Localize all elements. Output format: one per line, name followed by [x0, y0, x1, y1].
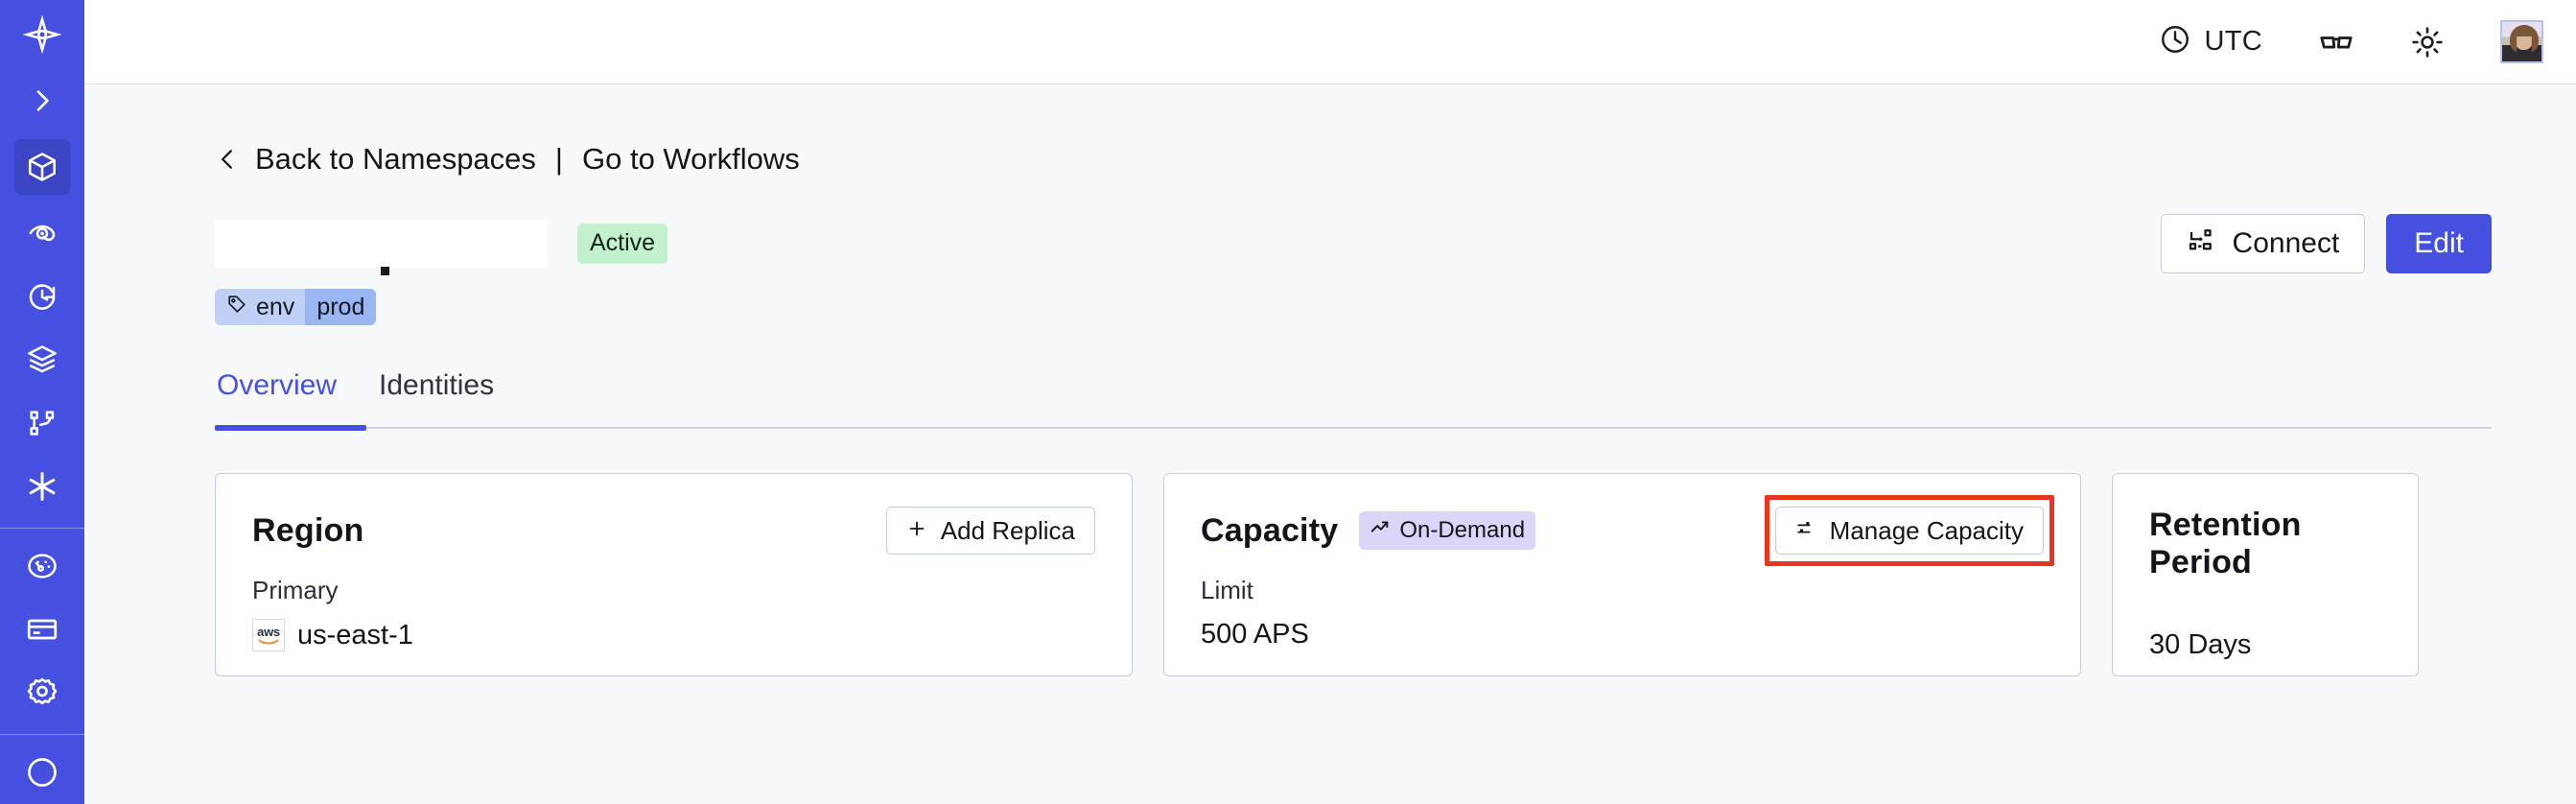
capacity-card-title: Capacity [1201, 511, 1339, 549]
sidebar-divider-bottom [0, 733, 84, 735]
namespace-tag[interactable]: env prod [215, 289, 377, 325]
sidebar-item-batch-operations[interactable] [0, 328, 84, 391]
add-replica-button[interactable]: Add Replica [885, 507, 1095, 555]
tag-icon [226, 294, 247, 321]
breadcrumb: Back to Namespaces | Go to Workflows [215, 142, 2492, 177]
tab-bar: Overview Identities [215, 369, 2492, 431]
main-area: UTC [84, 0, 2576, 804]
region-value: us-east-1 [297, 619, 413, 650]
region-card-title: Region [252, 511, 364, 549]
clock-icon [2159, 23, 2191, 60]
tab-divider [215, 427, 2492, 429]
status-badge: Active [577, 224, 668, 264]
page-content: Back to Namespaces | Go to Workflows Act… [84, 84, 2576, 804]
sidebar-item-usage[interactable] [0, 534, 84, 598]
header-actions: Connect Edit [2160, 214, 2492, 273]
connect-icon [2187, 225, 2215, 262]
workflows-icon [25, 216, 59, 250]
usage-icon [25, 549, 59, 583]
retention-value: 30 Days [2149, 629, 2252, 660]
tag-value-label: prod [305, 289, 377, 325]
plus-icon [906, 516, 927, 546]
edit-button[interactable]: Edit [2386, 214, 2492, 273]
region-value-row: aws us-east-1 [252, 619, 1095, 651]
sliders-icon [1795, 516, 1816, 546]
tag-row: env prod [215, 289, 2492, 325]
settings-icon [25, 675, 59, 710]
capacity-limit-value: 500 APS [1201, 619, 1309, 650]
edit-button-label: Edit [2414, 227, 2464, 259]
capacity-mode-badge: On-Demand [1359, 511, 1536, 550]
add-replica-label: Add Replica [940, 515, 1075, 545]
retention-card-title: Retention Period [2149, 507, 2302, 580]
primary-sidebar [0, 0, 84, 804]
namespace-header: Active [215, 214, 2492, 275]
worker-deployments-icon [24, 468, 60, 505]
timezone-label: UTC [2204, 26, 2262, 57]
capacity-card: Capacity On-Demand [1163, 473, 2081, 676]
namespaces-icon [14, 138, 70, 195]
sidebar-item-worker-deployments[interactable] [0, 455, 84, 518]
title-glyph-artifact [381, 267, 389, 275]
manage-capacity-highlight: Manage Capacity [1764, 495, 2054, 566]
nexus-icon [26, 407, 59, 439]
sidebar-item-namespaces[interactable] [0, 132, 84, 201]
sidebar-item-billing[interactable] [0, 598, 84, 661]
sidebar-item-schedules[interactable] [0, 265, 84, 328]
billing-icon [25, 612, 59, 647]
aws-logo-text: aws [257, 624, 280, 639]
sidebar-item-settings[interactable] [0, 661, 84, 724]
region-primary-label: Primary [252, 576, 339, 604]
sidebar-divider-top [0, 527, 84, 529]
tab-identities[interactable]: Identities [379, 369, 495, 401]
retention-card: Retention Period 30 Days [2112, 473, 2419, 676]
expand-sidebar-icon[interactable] [0, 69, 84, 132]
schedules-icon [25, 279, 59, 314]
help-icon [25, 755, 59, 790]
page-title [215, 220, 548, 268]
overview-cards: Region Add Replica Primary [215, 473, 2492, 676]
manage-capacity-label: Manage Capacity [1829, 515, 2024, 545]
sidebar-item-help[interactable] [0, 741, 84, 804]
timezone-selector[interactable]: UTC [2159, 23, 2262, 60]
breadcrumb-back-link[interactable]: Back to Namespaces [255, 142, 536, 176]
breadcrumb-separator: | [554, 142, 563, 176]
brand-logo-icon[interactable] [0, 0, 84, 69]
capacity-mode-label: On-Demand [1399, 517, 1526, 544]
glasses-icon[interactable] [2318, 24, 2354, 60]
capacity-limit-label: Limit [1201, 576, 1253, 604]
manage-capacity-button[interactable]: Manage Capacity [1774, 507, 2044, 555]
tag-key-label: env [256, 293, 295, 320]
batch-operations-icon [25, 343, 59, 377]
sun-icon[interactable] [2410, 25, 2445, 59]
avatar[interactable] [2500, 20, 2543, 63]
connect-button-label: Connect [2232, 227, 2340, 259]
trending-up-icon [1370, 515, 1391, 545]
region-card: Region Add Replica Primary [215, 473, 1133, 676]
sidebar-item-workflows[interactable] [0, 201, 84, 265]
tab-active-underline [215, 425, 366, 431]
sidebar-item-nexus[interactable] [0, 391, 84, 455]
top-bar: UTC [84, 0, 2576, 84]
breadcrumb-workflows-link[interactable]: Go to Workflows [581, 142, 800, 176]
chevron-left-icon[interactable] [215, 144, 240, 175]
connect-button[interactable]: Connect [2160, 214, 2366, 273]
tab-overview[interactable]: Overview [217, 369, 338, 401]
aws-logo-icon: aws [252, 619, 285, 651]
